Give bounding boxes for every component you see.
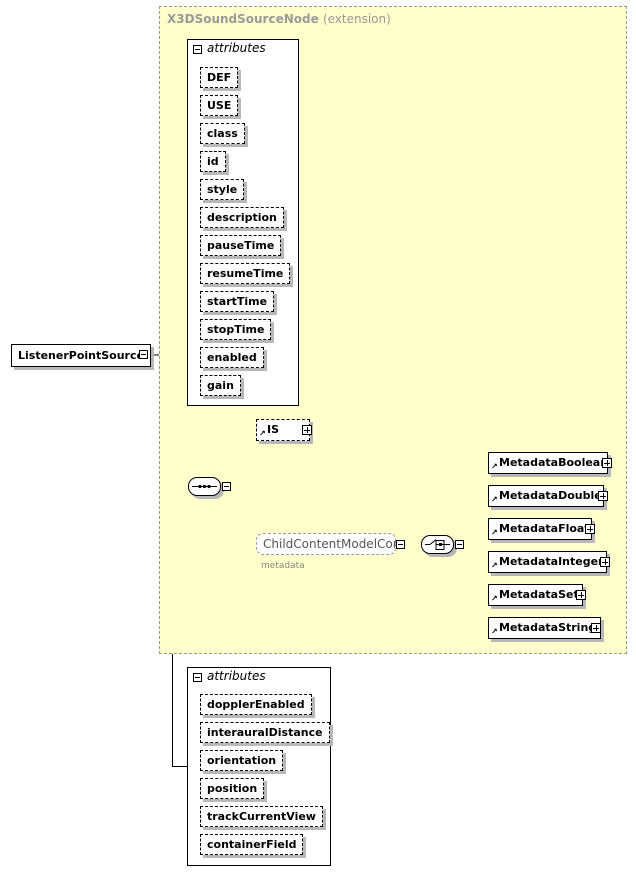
metadata-element-double[interactable]: ↗ MetadataDouble bbox=[488, 485, 604, 507]
reference-arrow-icon: ↗ bbox=[491, 528, 498, 537]
attribute-item[interactable]: USE bbox=[200, 95, 239, 116]
attribute-item[interactable]: stopTime bbox=[200, 319, 272, 340]
collapse-icon[interactable] bbox=[396, 540, 405, 549]
metadata-element-label: MetadataBoolean bbox=[499, 456, 609, 469]
reference-arrow-icon: ↗ bbox=[491, 627, 498, 636]
group-reference[interactable]: ChildContentModelCore bbox=[256, 533, 405, 555]
expand-icon[interactable] bbox=[600, 557, 610, 567]
collapse-icon[interactable] bbox=[139, 350, 148, 359]
collapse-icon[interactable] bbox=[193, 45, 202, 54]
metadata-element-label: MetadataInteger bbox=[499, 555, 604, 568]
expand-icon[interactable] bbox=[598, 491, 608, 501]
attribute-item[interactable]: gain bbox=[200, 375, 241, 396]
expand-icon[interactable] bbox=[576, 590, 586, 600]
attribute-item[interactable]: trackCurrentView bbox=[200, 806, 323, 827]
sequence-compositor[interactable] bbox=[188, 477, 221, 496]
reference-arrow-icon: ↗ bbox=[259, 429, 266, 438]
metadata-element-set[interactable]: ↗ MetadataSet bbox=[488, 584, 583, 606]
reference-arrow-icon: ↗ bbox=[491, 594, 498, 603]
attribute-item[interactable]: class bbox=[200, 123, 245, 144]
is-element-label: IS bbox=[267, 423, 280, 436]
metadata-element-string[interactable]: ↗ MetadataString bbox=[488, 617, 601, 639]
expand-icon[interactable] bbox=[585, 524, 595, 534]
attribute-item[interactable]: containerField bbox=[200, 834, 304, 855]
metadata-element-label: MetadataString bbox=[499, 621, 597, 634]
extension-title: X3DSoundSourceNode (extension) bbox=[167, 12, 391, 26]
attribute-item[interactable]: interauralDistance bbox=[200, 722, 330, 743]
expand-icon[interactable] bbox=[591, 623, 601, 633]
attributes-header-bottom: attributes bbox=[207, 669, 266, 683]
choice-icon bbox=[425, 539, 450, 550]
metadata-element-label: MetadataDouble bbox=[499, 489, 602, 502]
attribute-item[interactable]: style bbox=[200, 179, 245, 200]
attribute-item[interactable]: startTime bbox=[200, 291, 275, 312]
choice-compositor[interactable] bbox=[421, 535, 454, 554]
reference-arrow-icon: ↗ bbox=[491, 561, 498, 570]
attribute-item[interactable]: enabled bbox=[200, 347, 264, 368]
collapse-icon[interactable] bbox=[455, 540, 464, 549]
extension-name: X3DSoundSourceNode bbox=[167, 12, 319, 26]
attribute-item[interactable]: position bbox=[200, 778, 265, 799]
reference-arrow-icon: ↗ bbox=[491, 462, 498, 471]
metadata-element-label: MetadataSet bbox=[499, 588, 579, 601]
attribute-item[interactable]: DEF bbox=[200, 67, 239, 88]
collapse-icon[interactable] bbox=[193, 673, 202, 682]
is-element[interactable]: ↗ IS bbox=[256, 419, 310, 441]
group-reference-label: ChildContentModelCore bbox=[263, 537, 405, 551]
extension-suffix: (extension) bbox=[322, 12, 391, 26]
collapse-icon[interactable] bbox=[222, 482, 231, 491]
reference-arrow-icon: ↗ bbox=[491, 495, 498, 504]
group-note: metadata bbox=[261, 561, 305, 571]
metadata-element-boolean[interactable]: ↗ MetadataBoolean bbox=[488, 452, 608, 474]
metadata-element-float[interactable]: ↗ MetadataFloat bbox=[488, 518, 592, 540]
attribute-item[interactable]: pauseTime bbox=[200, 235, 282, 256]
attribute-item[interactable]: orientation bbox=[200, 750, 284, 771]
expand-icon[interactable] bbox=[602, 458, 612, 468]
root-element-label: ListenerPointSource bbox=[18, 349, 144, 362]
attribute-item[interactable]: description bbox=[200, 207, 284, 228]
attribute-item[interactable]: resumeTime bbox=[200, 263, 291, 284]
expand-icon[interactable] bbox=[302, 425, 312, 435]
metadata-element-label: MetadataFloat bbox=[499, 522, 590, 535]
sequence-icon bbox=[192, 484, 217, 489]
root-element[interactable]: ListenerPointSource bbox=[11, 344, 151, 367]
attribute-item[interactable]: dopplerEnabled bbox=[200, 694, 312, 715]
attribute-item[interactable]: id bbox=[200, 151, 226, 172]
metadata-element-integer[interactable]: ↗ MetadataInteger bbox=[488, 551, 607, 573]
attributes-header-top: attributes bbox=[207, 41, 266, 55]
